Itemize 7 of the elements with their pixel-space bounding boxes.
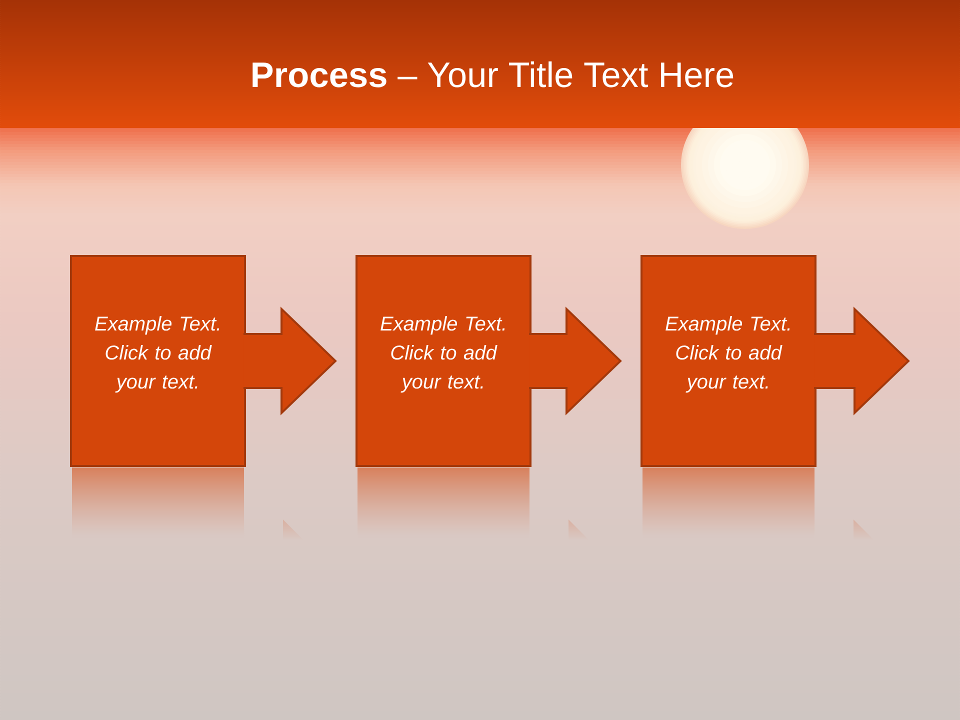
process-box: Example Text. Click to add your text. — [356, 255, 532, 467]
process-box: Example Text. Click to add your text. — [70, 255, 246, 467]
arrow — [528, 306, 622, 416]
process-box: Example Text. Click to add your text. — [640, 255, 816, 467]
arrow — [242, 306, 337, 416]
title: Process – Your Title Text Here — [252, 61, 734, 88]
arrow — [813, 306, 910, 416]
